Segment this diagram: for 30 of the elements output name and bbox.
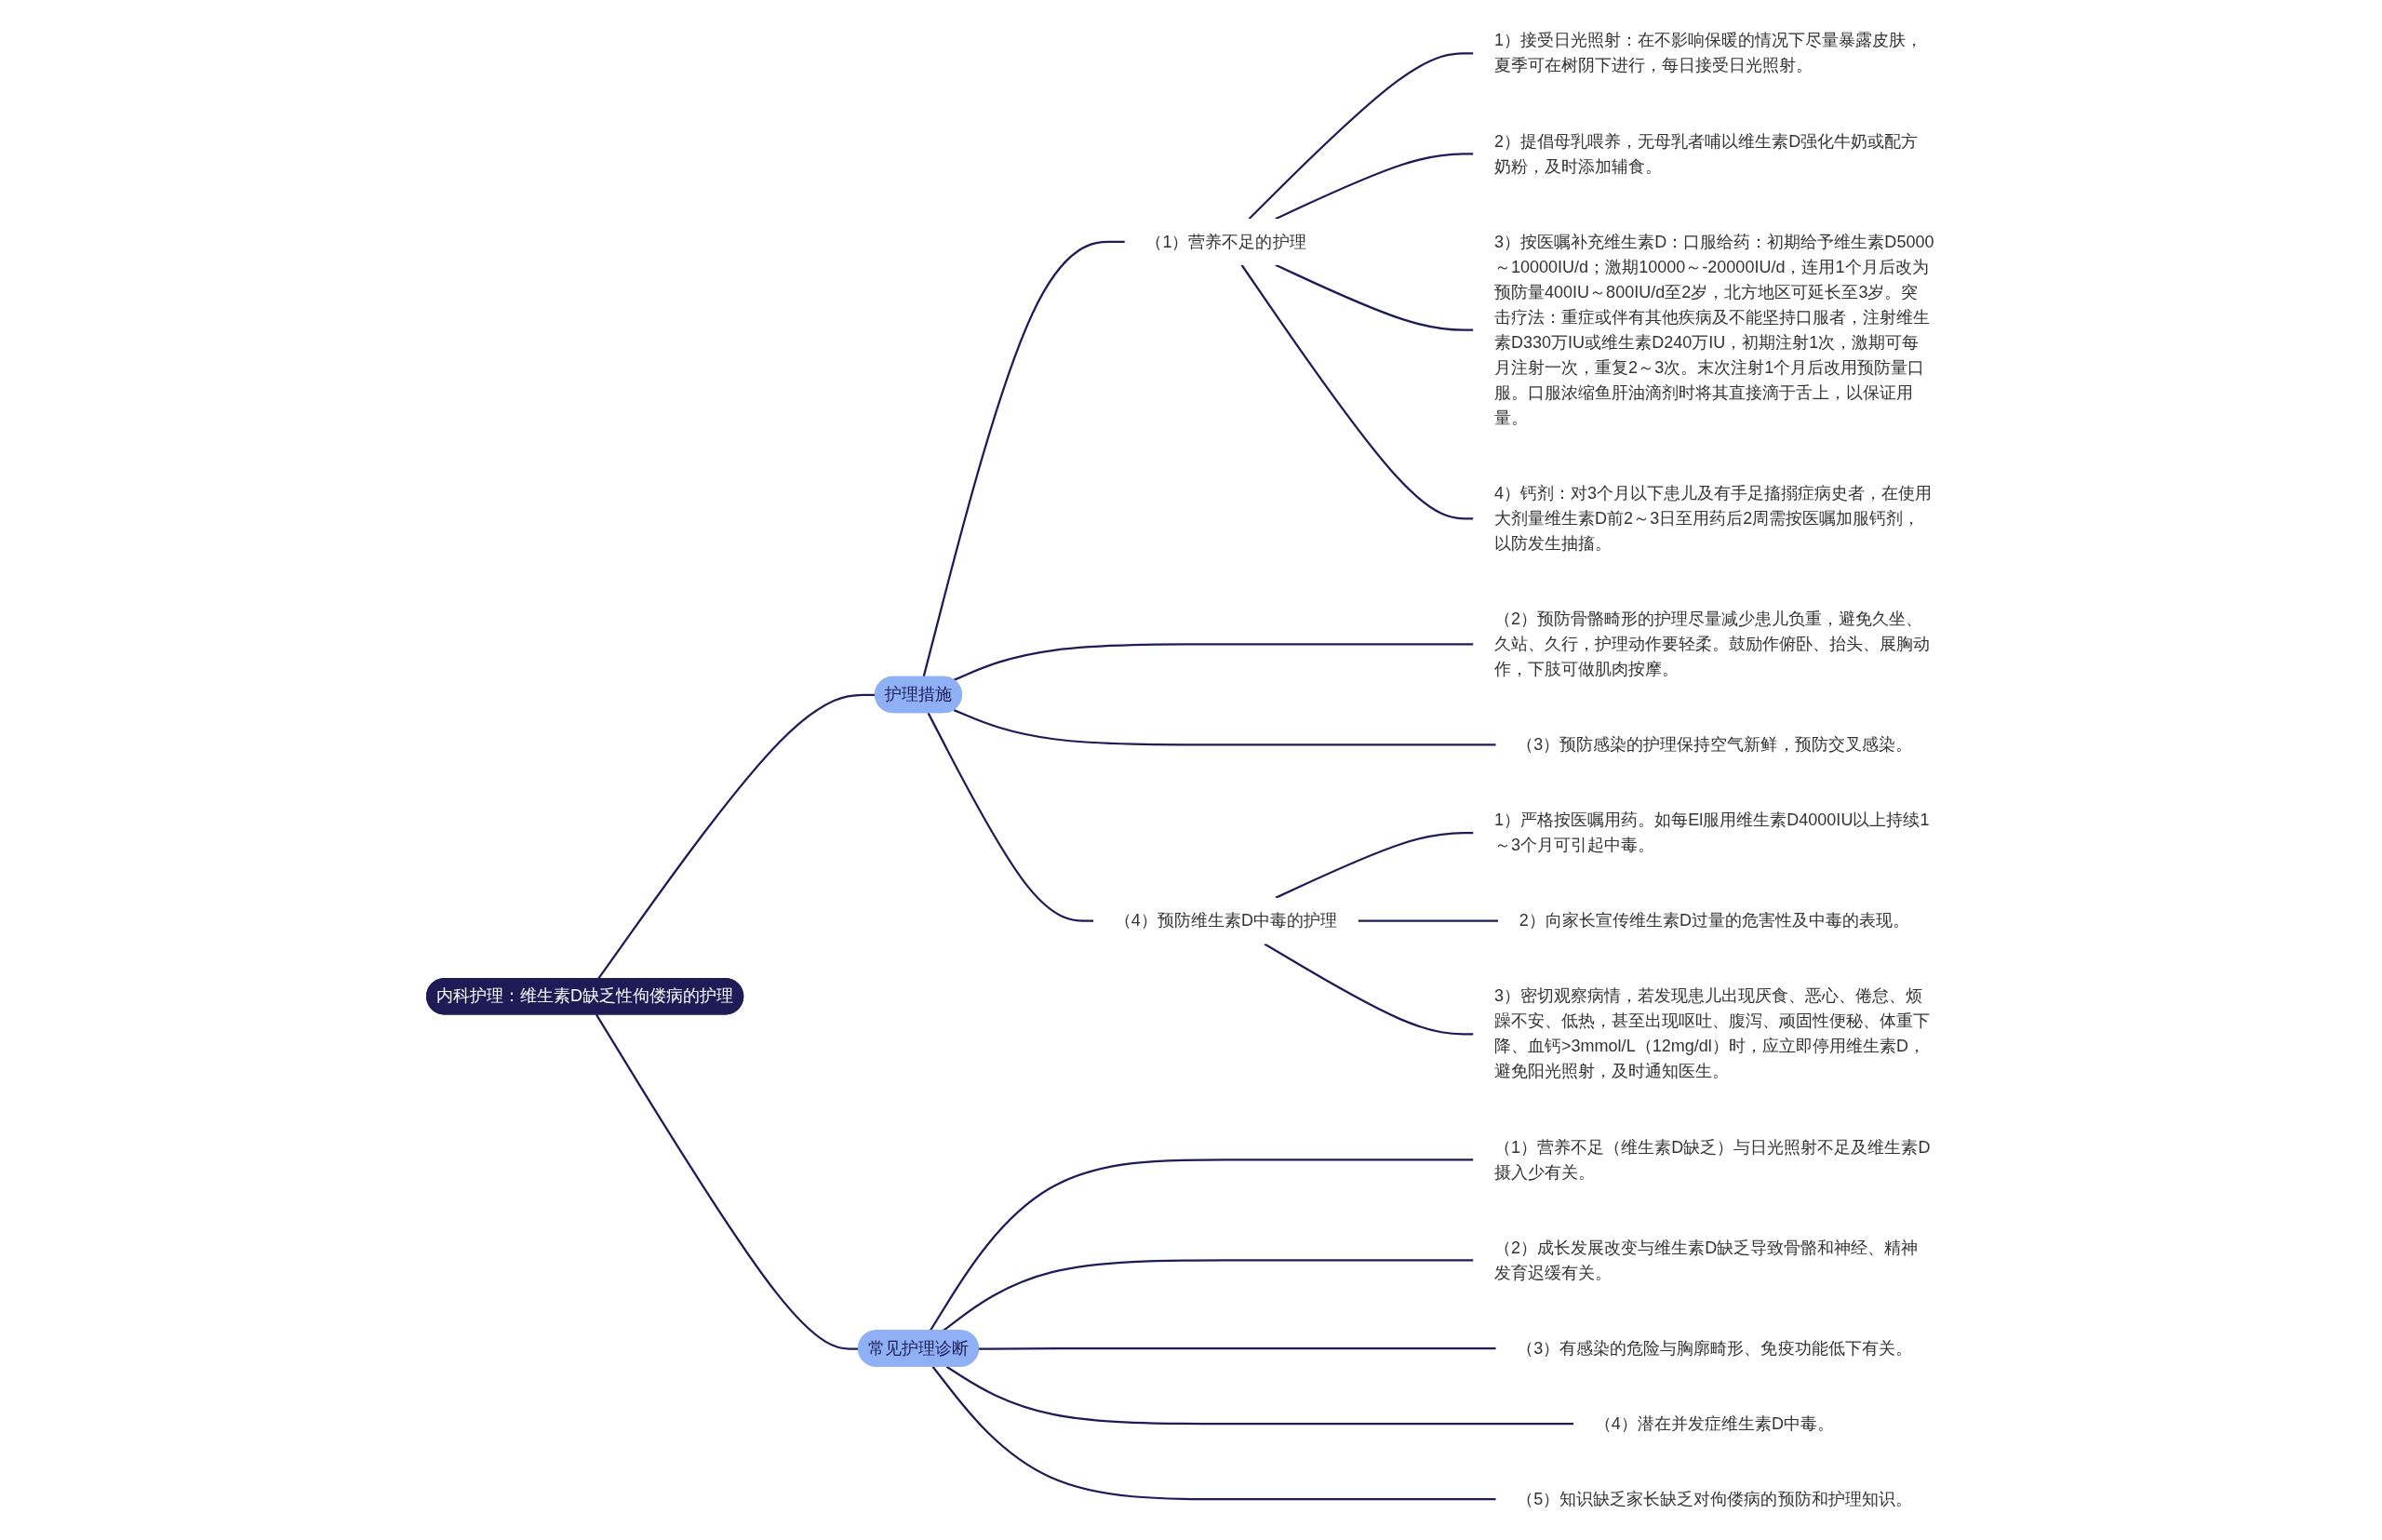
node-text: （2）预防骨骼畸形的护理尽量减少患儿负重，避免久坐、久站、久行，护理动作要轻柔。鼓励作俯卧、抬头、展胸动作，下肢可做肌肉按摩。 xyxy=(1493,609,1931,678)
connector xyxy=(953,643,1474,681)
node-text: 1）接受日光照射：在不影响保暖的情况下尽量暴露皮肤，夏季可在树阴下进行，每日接受日光照射。 xyxy=(1493,31,1923,74)
connector xyxy=(1275,153,1474,221)
connector xyxy=(979,1346,1496,1350)
connector xyxy=(1264,943,1474,1036)
connector xyxy=(1275,263,1474,331)
connector xyxy=(953,709,1496,746)
node-text: 2）提倡母乳喂养，无母乳者哺以维生素D强化牛奶或配方奶粉，及时添加辅食。 xyxy=(1493,131,1919,175)
node-text: （1）营养不足的护理 xyxy=(1145,232,1306,250)
connector xyxy=(1240,264,1474,520)
node-text: （1）营养不足（维生素D缺乏）与日光照射不足及维生素D摄入少有关。 xyxy=(1493,1137,1931,1181)
connector xyxy=(1358,919,1499,922)
node-text: 4）钙剂：对3个月以下患儿及有手足搐搦症病史者，在使用大剂量维生素D前2～3日至用药后2周需按医嘱加服钙剂，以防发生抽搐。 xyxy=(1493,484,1933,553)
node-text: 3）密切观察病情，若发现患儿出现厌食、恶心、倦怠、烦躁不安、低热，甚至出现呕吐、腹泻、顽固性便秘、体重下降、血钙>3mmol/L（12mg/dl）时，应立即停用维生素D，避免阳光照射，及时通知医生。 xyxy=(1493,986,1931,1080)
node-text: （4）潜在并发症维生素D中毒。 xyxy=(1594,1414,1835,1433)
node-text: 1）严格按医嘱用药。如每El服用维生素D4000IU以上持续1～3个月可引起中毒。 xyxy=(1493,810,1930,854)
node-text: 2）向家长宣传维生素D过量的危害性及中毒的表现。 xyxy=(1519,911,1910,930)
node-text: （2）成长发展改变与维生素D缺乏导致骨骼和神经、精神发育迟缓有关。 xyxy=(1493,1238,1919,1281)
node-text: （4）预防维生素D中毒的护理 xyxy=(1114,911,1338,930)
connector xyxy=(1275,831,1474,899)
node-text: （5）知识缺乏家长缺乏对佝偻病的预防和护理知识。 xyxy=(1517,1490,1912,1508)
connector xyxy=(927,712,1094,922)
connector xyxy=(931,1366,1496,1501)
connector xyxy=(945,1365,1574,1426)
node-text: （3）有感染的危险与胸廓畸形、免疫功能低下有关。 xyxy=(1517,1338,1912,1358)
connector xyxy=(922,240,1125,678)
node-text: （3）预防感染的护理保持空气新鲜，预防交叉感染。 xyxy=(1517,735,1912,754)
node-text: 3）按医嘱补充维生素D：口服给药：初期给予维生素D5000～10000IU/d；激期10000～-20000IU/d，连用1个月后改为预防量400IU～800IU/d至2岁，北方地区可延长至3岁。突击疗法：重症或伴有其他疾病及不能坚持口服者，注射维生素D330万IU或维生素D240万IU，初期注射1次，激期可每月注射一次，重复2～3次。末次注射1个月后改用预防量口服。口服浓缩鱼肝油滴剂时将其直接滴于舌上，以保证用量。 xyxy=(1493,232,1934,427)
connector xyxy=(1248,52,1474,220)
